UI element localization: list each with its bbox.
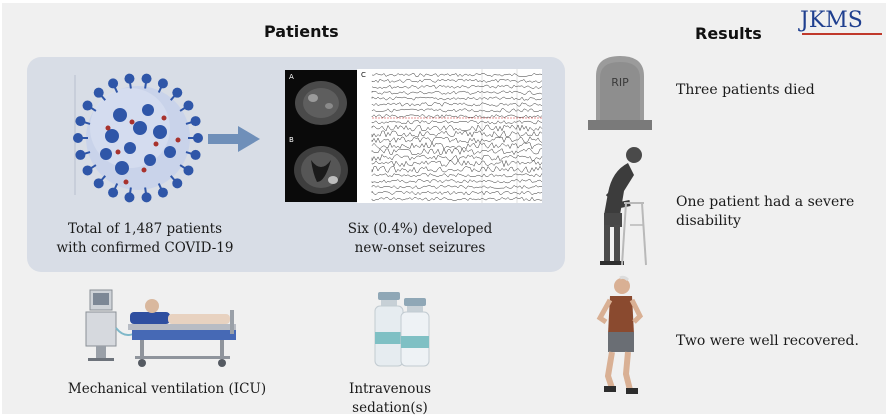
result-disability-line1: One patient had a severe: [676, 194, 855, 210]
mri-image: A B: [285, 70, 357, 202]
seizure-line2: new-onset seizures: [354, 240, 486, 256]
elderly-walker-icon: [600, 147, 647, 266]
result-died: Three patients died: [676, 82, 815, 98]
eeg-label-c: C: [361, 71, 366, 79]
logo-underline: [802, 33, 882, 35]
eeg-trace: C: [357, 69, 543, 203]
runner-icon: [596, 275, 644, 394]
ventilator-bed-icon: [85, 289, 236, 367]
virus-icon: [73, 73, 203, 203]
vials-icon: [374, 292, 430, 367]
mri-label-a: A: [289, 73, 294, 81]
total-patients-line1: Total of 1,487 patients: [68, 221, 222, 237]
rip-text: RIP: [611, 76, 629, 89]
patients-heading: Patients: [264, 22, 339, 41]
arrow-right-icon: [208, 126, 260, 152]
seizure-line1: Six (0.4%) developed: [347, 221, 493, 237]
results-heading: Results: [695, 24, 762, 43]
ventilation-caption: Mechanical ventilation (ICU): [67, 381, 267, 397]
result-disability: One patient had a severe disability: [676, 193, 854, 231]
mri-label-b: B: [289, 136, 294, 144]
tombstone-icon: RIP: [588, 56, 652, 130]
jkms-logo: JKMS: [800, 8, 863, 33]
result-disability-line2: disability: [676, 213, 741, 229]
result-recovered: Two were well recovered.: [676, 333, 859, 349]
sedation-caption: Intravenous sedation(s): [348, 381, 431, 416]
seizure-caption: Six (0.4%) developed new-onset seizures: [325, 220, 515, 258]
total-patients-line2: with confirmed COVID-19: [56, 240, 234, 256]
total-patients-caption: Total of 1,487 patients with confirmed C…: [50, 220, 240, 258]
